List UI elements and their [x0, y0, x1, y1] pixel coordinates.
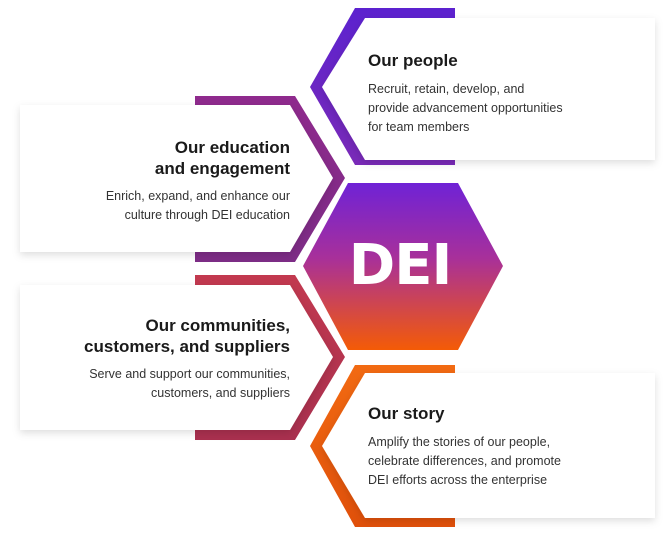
dei-hexagon — [303, 183, 503, 350]
education-title: Our education and engagement — [154, 138, 290, 178]
communities-title: Our communities, customers, and supplier… — [84, 316, 290, 356]
communities-card-text: Our communities, customers, and supplier… — [40, 315, 290, 403]
dei-label: DEI — [348, 233, 453, 298]
people-title: Our people — [368, 51, 458, 70]
education-card — [20, 105, 333, 252]
people-card — [322, 18, 655, 160]
education-description: Enrich, expand, and enhance our culture … — [105, 189, 290, 222]
people-card-text: Our people Recruit, retain, develop, and… — [368, 50, 608, 137]
people-description: Recruit, retain, develop, and provide ad… — [368, 82, 563, 134]
communities-card — [20, 285, 333, 430]
story-description: Amplify the stories of our people, celeb… — [368, 435, 561, 487]
education-card-text: Our education and engagement Enrich, exp… — [60, 137, 290, 225]
story-card — [322, 373, 655, 518]
story-card-text: Our story Amplify the stories of our peo… — [368, 403, 618, 490]
communities-description: Serve and support our communities, custo… — [89, 367, 290, 400]
story-title: Our story — [368, 404, 445, 423]
